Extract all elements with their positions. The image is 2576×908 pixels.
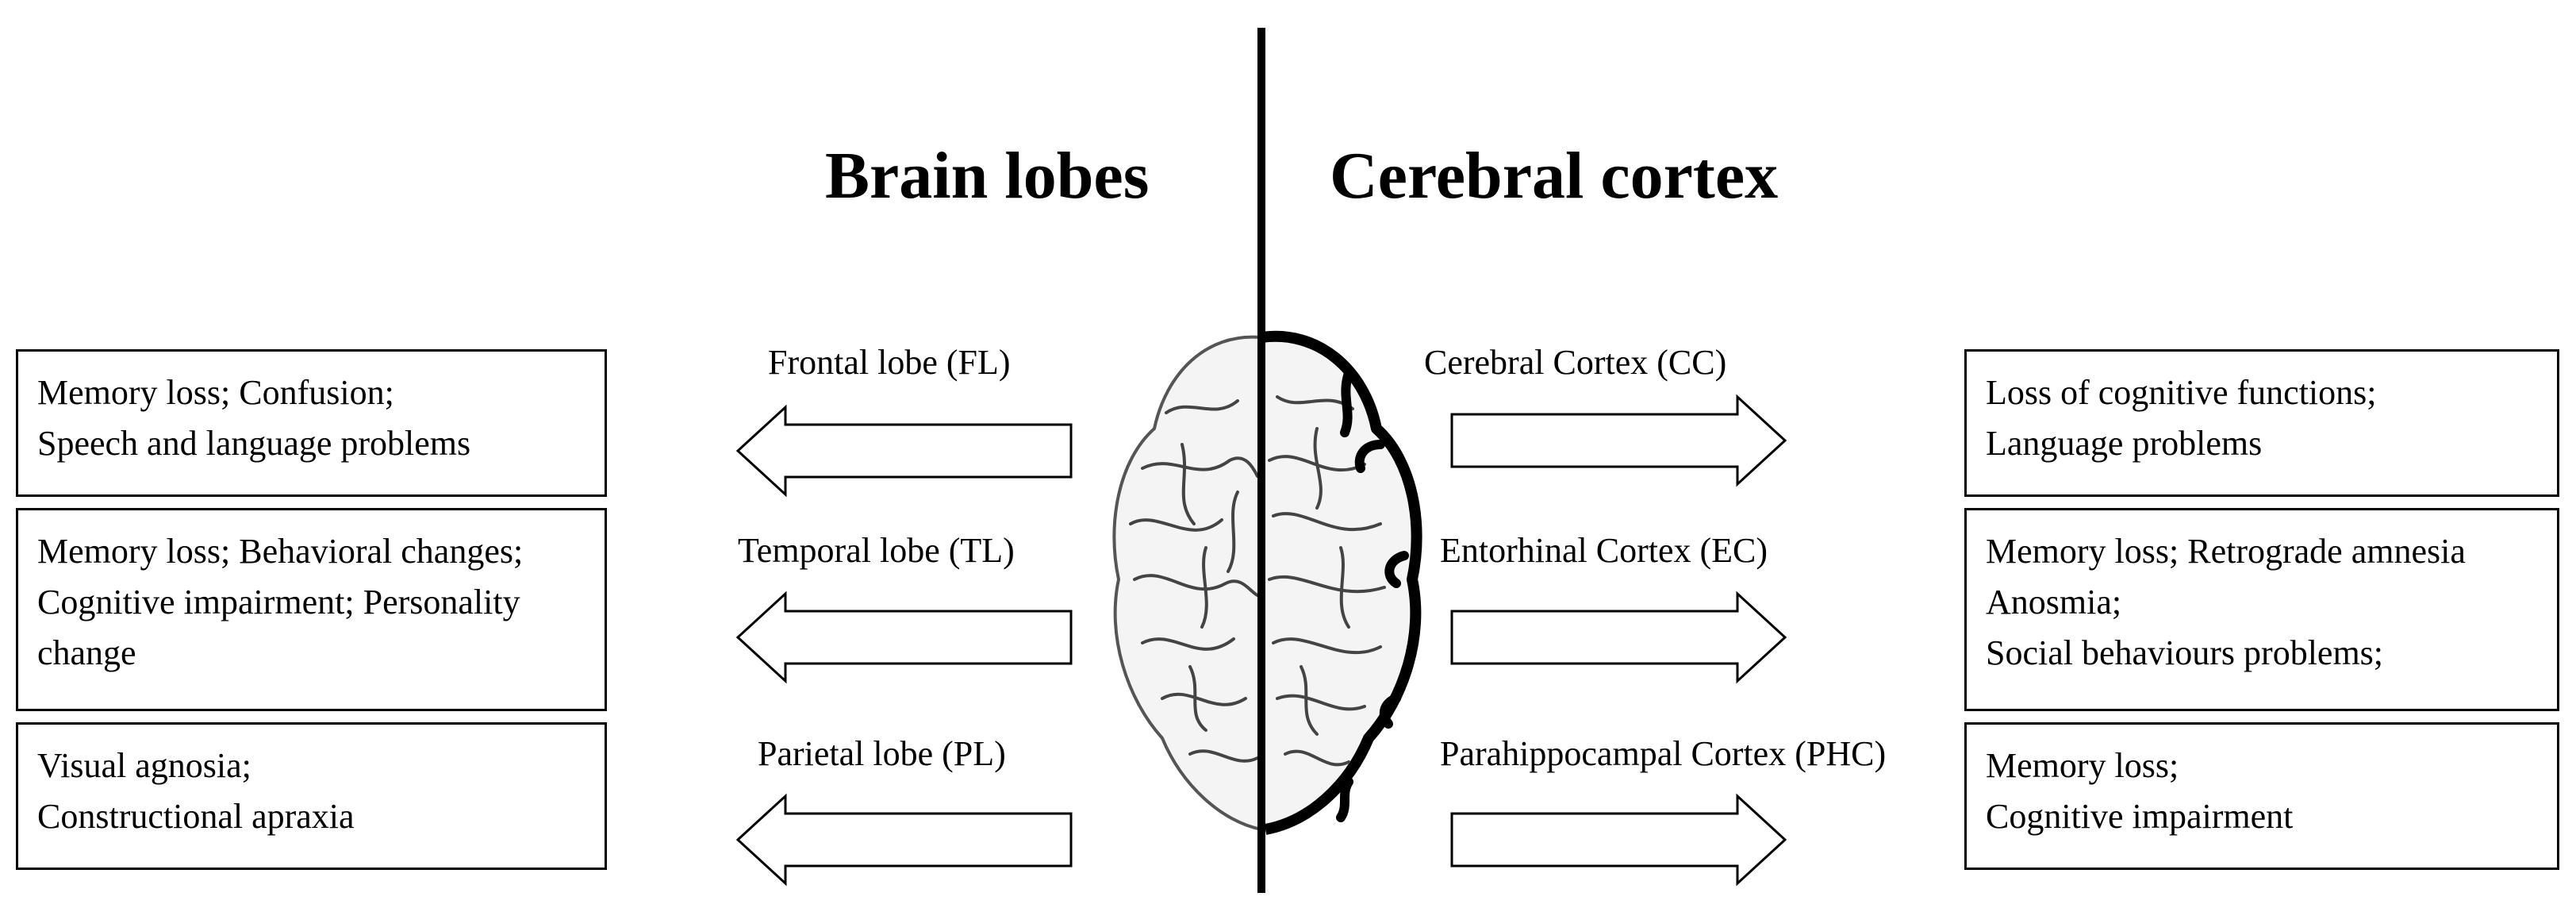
box-line: Anosmia;	[1986, 582, 2122, 621]
label-entorhinal-cortex: Entorhinal Cortex (EC)	[1440, 531, 1768, 570]
label-temporal-lobe: Temporal lobe (TL)	[738, 531, 1015, 570]
heading-brain-lobes: Brain lobes	[825, 139, 1150, 213]
arrow-right-outline-icon	[1450, 793, 1787, 887]
label-cerebral-cortex: Cerebral Cortex (CC)	[1424, 343, 1727, 382]
box-line: Language problems	[1986, 423, 2263, 463]
arrow-left-outline-icon	[735, 793, 1073, 887]
box-line: change	[37, 633, 136, 672]
label-frontal-lobe: Frontal lobe (FL)	[768, 343, 1011, 382]
box-line: Visual agnosia;	[37, 746, 251, 785]
box-parietal-symptoms: Visual agnosia; Constructional apraxia	[16, 722, 607, 870]
arrow-right-outline-icon	[1450, 394, 1787, 487]
box-line: Memory loss; Behavioral changes;	[37, 532, 524, 571]
box-temporal-symptoms: Memory loss; Behavioral changes; Cogniti…	[16, 508, 607, 711]
box-phc-symptoms: Memory loss; Cognitive impairment	[1964, 722, 2559, 870]
box-ec-symptoms: Memory loss; Retrograde amnesia Anosmia;…	[1964, 508, 2559, 711]
box-line: Constructional apraxia	[37, 796, 355, 836]
box-line: Memory loss; Confusion;	[37, 373, 394, 412]
box-line: Cognitive impairment; Personality	[37, 582, 520, 621]
arrow-left-outline-icon	[735, 591, 1073, 684]
box-line: Social behaviours problems;	[1986, 633, 2384, 672]
box-frontal-symptoms: Memory loss; Confusion; Speech and langu…	[16, 349, 607, 497]
arrow-right-outline-icon	[1450, 591, 1787, 684]
arrow-left-outline-icon	[735, 404, 1073, 498]
label-parietal-lobe: Parietal lobe (PL)	[758, 734, 1006, 773]
heading-cerebral-cortex: Cerebral cortex	[1330, 139, 1779, 213]
box-line: Speech and language problems	[37, 423, 471, 463]
label-parahippocampal-cortex: Parahippocampal Cortex (PHC)	[1440, 734, 1887, 773]
box-line: Cognitive impairment	[1986, 796, 2294, 836]
brain-illustration-icon	[1112, 330, 1422, 835]
box-cc-symptoms: Loss of cognitive functions; Language pr…	[1964, 349, 2559, 497]
box-line: Loss of cognitive functions;	[1986, 373, 2377, 412]
box-line: Memory loss;	[1986, 746, 2179, 785]
box-line: Memory loss; Retrograde amnesia	[1986, 532, 2466, 571]
